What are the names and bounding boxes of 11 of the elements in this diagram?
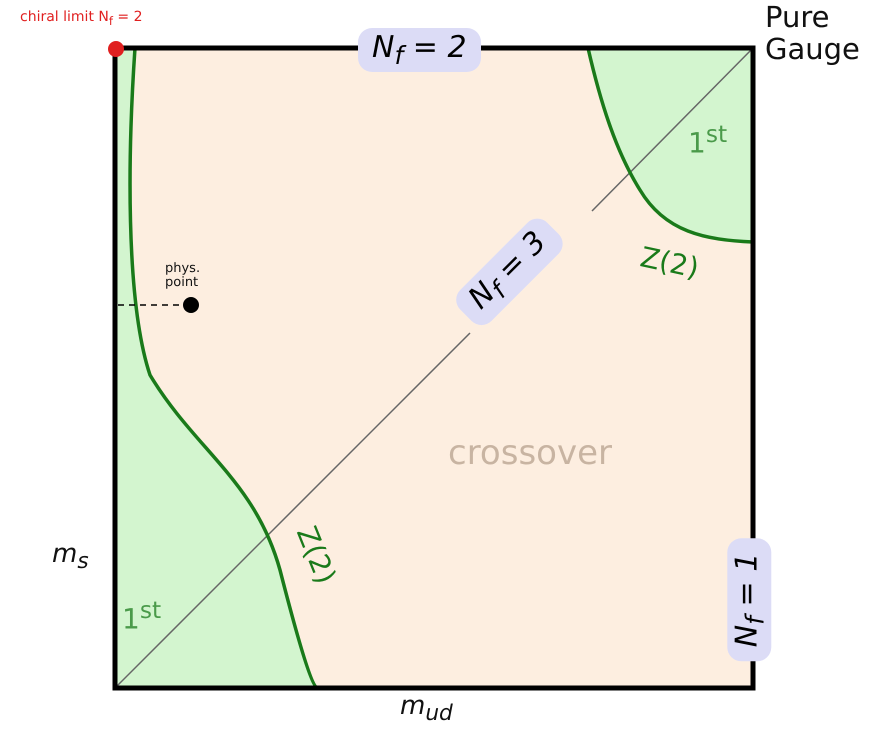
region-label: 1$^{st}$: [122, 598, 162, 636]
region-label: 1$^{st}$: [688, 122, 728, 160]
point-label: chiral limit N$_{f}$ = 2: [20, 10, 143, 28]
label-pill: N$_{f}$ = 2: [358, 28, 481, 72]
region-label: crossover: [448, 435, 612, 472]
point-label: phys. point: [165, 262, 202, 291]
line-label: Z(2): [290, 522, 341, 588]
corner-label: Pure Gauge: [765, 2, 861, 66]
line-label: Z(2): [637, 242, 702, 285]
axis-label: m$_{s}$: [52, 540, 89, 574]
axis-label: m$_{ud}$: [400, 692, 453, 726]
